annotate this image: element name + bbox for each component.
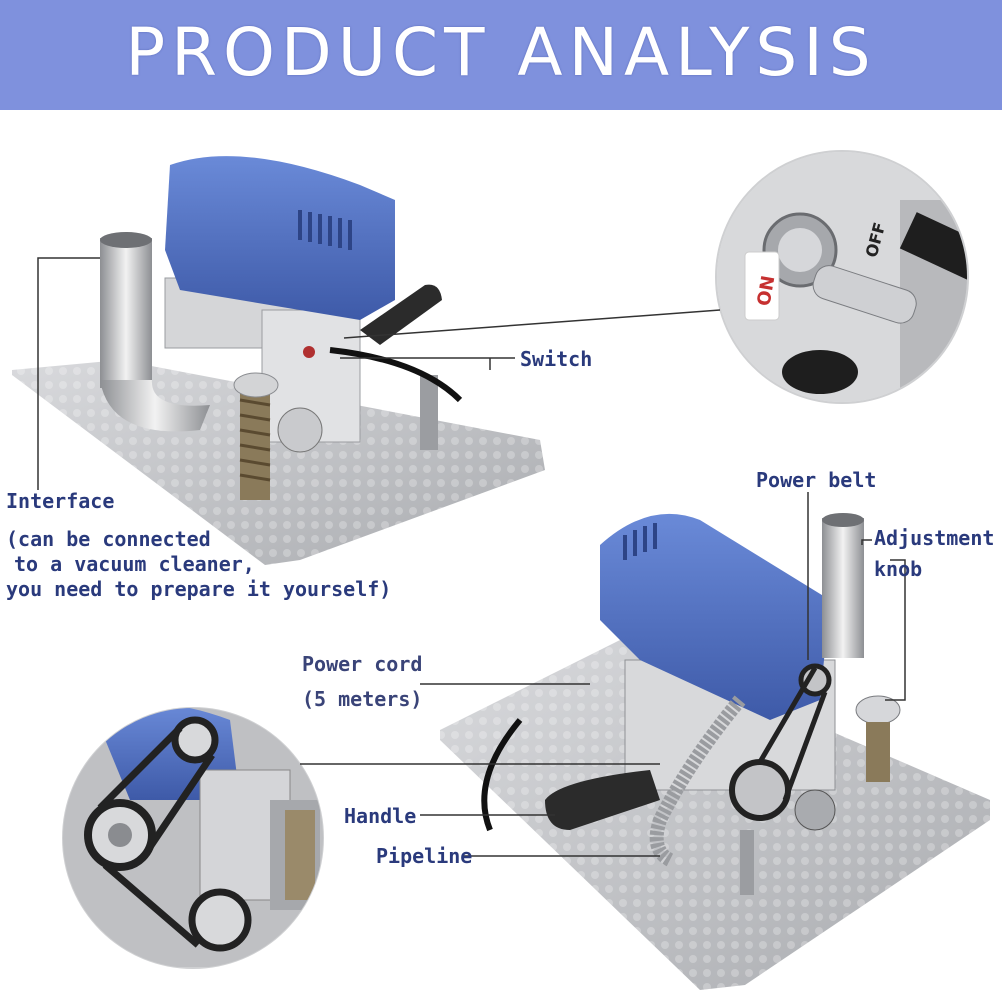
pipeline-label: Pipeline <box>376 844 473 868</box>
handle-grip-2 <box>545 770 660 830</box>
switch-on-text: ON <box>753 274 779 308</box>
belt-closeup <box>62 707 324 969</box>
handle-grip <box>360 284 442 345</box>
motor-housing <box>165 156 395 320</box>
switch-label: Switch <box>520 347 593 371</box>
switch-closeup: ON OFF <box>715 150 969 404</box>
leader-lines <box>37 257 906 857</box>
interface-label-title: Interface <box>6 489 115 513</box>
vacuum-pipe-2 <box>822 518 864 658</box>
interface-label-line1: (can be connected <box>6 527 211 551</box>
adjustment-knob-label-line2: knob <box>874 557 923 581</box>
interface-label-line3: you need to prepare it yourself) <box>6 577 392 601</box>
adjustment-knob-label-line1: Adjustment <box>874 526 995 550</box>
power-belt-label: Power belt <box>756 468 877 492</box>
machine-top-view <box>12 156 545 565</box>
power-cord-label-line1: Power cord <box>302 652 423 676</box>
page-title: PRODUCT ANALYSIS <box>125 14 877 91</box>
vacuum-interface-pipe <box>100 238 152 388</box>
interface-label-line2: to a vacuum cleaner, <box>14 552 255 576</box>
power-cord-label-line2: (5 meters) <box>302 687 423 711</box>
handle-label: Handle <box>344 804 417 828</box>
machine-side-view <box>440 513 990 990</box>
header-banner: PRODUCT ANALYSIS <box>0 0 1002 110</box>
coiled-pipeline <box>649 695 746 867</box>
motor-housing-2 <box>600 513 830 720</box>
